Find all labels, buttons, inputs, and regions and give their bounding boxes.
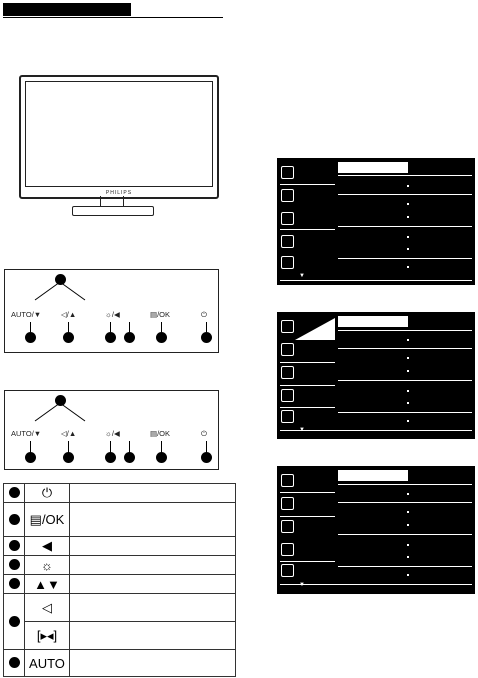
callout-dot — [124, 452, 135, 463]
table-row: ◁ — [3, 593, 236, 650]
monitor-base — [72, 206, 154, 216]
auto-down-label: AUTO/▼ — [11, 429, 42, 438]
auto-label: AUTO — [24, 649, 70, 677]
table-row: ◀ — [3, 536, 236, 556]
brightness-left-label: ☼/◀ — [105, 310, 120, 319]
callout-lines — [34, 281, 86, 301]
power-icon: ⏻ — [24, 483, 70, 503]
audio-icon — [281, 212, 294, 225]
header-rule — [3, 17, 223, 18]
menu-ok-label: ▤/OK — [150, 310, 171, 319]
volume-icon: ◁ — [24, 593, 70, 622]
table-row: ☼ — [3, 555, 236, 575]
scroll-down-icon: ▼ — [299, 273, 305, 279]
left-arrow-icon: ◀ — [24, 536, 70, 556]
power-label: ⏻ — [201, 429, 207, 438]
color-icon — [281, 543, 294, 556]
table-row: ▤/OK — [3, 502, 236, 537]
menu-ok-icon: ▤/OK — [24, 502, 70, 537]
callout-dot — [156, 452, 167, 463]
power-label: ⏻ — [201, 310, 207, 319]
control-panel-a: AUTO/▼ ◁/▲ ☼/◀ ▤/OK ⏻ — [4, 269, 219, 353]
selection-pointer — [295, 318, 335, 340]
osd-menu-1: ▼ — [277, 158, 475, 285]
callout-dot — [55, 395, 66, 406]
selected-item — [338, 162, 408, 173]
callout-dot — [156, 332, 167, 343]
monitor-screen — [25, 81, 213, 187]
monitor-neck — [100, 196, 124, 207]
picture-icon — [281, 497, 294, 510]
volume-up-label: ◁/▲ — [61, 310, 77, 319]
picture-icon — [281, 343, 294, 356]
input-icon — [281, 474, 294, 487]
callout-dot — [8, 657, 20, 669]
callout-dot — [63, 452, 74, 463]
up-down-arrows-icon: ▲▼ — [24, 574, 70, 594]
callout-dot — [105, 332, 116, 343]
auto-down-label: AUTO/▼ — [11, 310, 42, 319]
audio-icon — [281, 520, 294, 533]
button-reference-table: ⏻ ▤/OK ◀ ☼ ▲▼ ◁ [▸◂] AUTO — [3, 483, 236, 677]
language-icon — [281, 564, 294, 577]
monitor-illustration: PHILIPS — [19, 75, 219, 199]
volume-up-label: ◁/▲ — [61, 429, 77, 438]
input-icon — [281, 320, 294, 333]
table-row: ⏻ — [3, 483, 236, 503]
osd-menu-3: ▼ — [277, 466, 475, 594]
callout-dot — [8, 615, 20, 627]
osd-menu-2: ▼ — [277, 312, 475, 439]
callout-dot — [25, 452, 36, 463]
callout-dot — [201, 332, 212, 343]
menu-ok-label: ▤/OK — [150, 429, 171, 438]
callout-dot — [8, 559, 20, 571]
language-icon — [281, 256, 294, 269]
color-icon — [281, 389, 294, 402]
control-panel-b: AUTO/▼ ◁/▲ ☼/◀ ▤/OK ⏻ — [4, 390, 219, 470]
callout-dot — [8, 513, 20, 525]
selected-item — [338, 470, 408, 481]
brightness-left-label: ☼/◀ — [105, 429, 120, 438]
callout-dot — [8, 487, 20, 499]
monitor-brand: PHILIPS — [105, 190, 133, 196]
table-row: AUTO — [3, 649, 236, 677]
callout-dot — [124, 332, 135, 343]
callout-dot — [55, 274, 66, 285]
callout-dot — [25, 332, 36, 343]
selected-item — [338, 316, 408, 327]
callout-dot — [105, 452, 116, 463]
language-icon — [281, 410, 294, 423]
callout-dot — [63, 332, 74, 343]
callout-dot — [8, 578, 20, 590]
color-icon — [281, 235, 294, 248]
scroll-down-icon: ▼ — [299, 427, 305, 433]
table-row: ▲▼ — [3, 574, 236, 594]
callout-dot — [8, 540, 20, 552]
table-row: [▸◂] — [4, 621, 236, 650]
input-icon — [281, 166, 294, 179]
aspect-ratio-icon: [▸◂] — [24, 621, 70, 650]
audio-icon — [281, 366, 294, 379]
callout-dot — [201, 452, 212, 463]
scroll-down-icon: ▼ — [299, 582, 305, 588]
section-header-bar — [3, 3, 131, 16]
callout-lines — [34, 402, 86, 422]
picture-icon — [281, 189, 294, 202]
brightness-icon: ☼ — [24, 555, 70, 575]
